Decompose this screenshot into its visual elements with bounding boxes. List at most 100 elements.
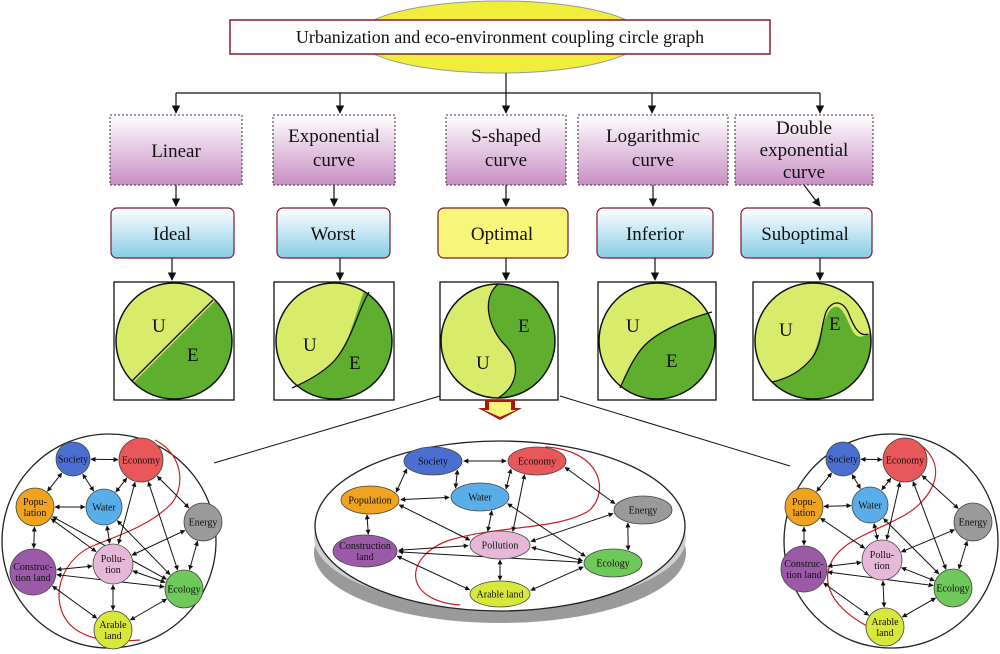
- node-arable: Arable land: [469, 580, 531, 608]
- network-link: [957, 540, 969, 570]
- result-label-ideal: Ideal: [153, 224, 191, 245]
- node-energy: Energy: [613, 495, 673, 525]
- network-link: [398, 543, 469, 553]
- node-economy: Economy: [118, 437, 164, 483]
- coupling-circle-logarithmic: U E: [597, 281, 717, 401]
- node-energy: Energy: [953, 502, 993, 542]
- result-label-worst: Worst: [311, 224, 357, 245]
- network-link: [82, 473, 95, 492]
- network-link: [395, 468, 408, 493]
- node-energy: Energy: [183, 502, 223, 542]
- circle-letter-u: U: [779, 320, 793, 341]
- curve-label-logarithmic-1: Logarithmic: [606, 126, 700, 147]
- node-ecology: Ecology: [583, 548, 643, 578]
- network-link: [851, 474, 861, 490]
- node-label-energy: Energy: [959, 518, 988, 529]
- circle-letter-e: E: [829, 314, 841, 335]
- network-link: [396, 555, 471, 591]
- circle-letter-u: U: [476, 353, 490, 374]
- node-label-construction: Construc-: [13, 562, 52, 573]
- node-pollution: Pollu-tion: [861, 539, 903, 581]
- node-construction: Construc-tion land: [9, 548, 57, 596]
- node-label-pollution: Pollu-: [101, 554, 125, 565]
- result-box-inferior: Inferior: [596, 207, 714, 259]
- network-link: [400, 495, 450, 502]
- curve-label-double-exponential-3: curve: [783, 162, 825, 183]
- node-pollution: Pollution: [469, 530, 531, 560]
- network-link: [364, 514, 371, 535]
- node-label-water: Water: [858, 501, 882, 512]
- result-label-suboptimal: Suboptimal: [761, 224, 849, 245]
- curve-box-exponential: Exponential curve: [272, 114, 396, 186]
- node-label-population: Popu-: [792, 497, 816, 508]
- down-arrow-icon: [478, 400, 522, 420]
- node-label-economy: Economy: [122, 456, 160, 467]
- node-label-ecology: Ecology: [596, 559, 629, 570]
- network-link: [564, 466, 616, 505]
- circle-letter-e: E: [187, 345, 199, 366]
- node-economy: Economy: [507, 446, 567, 476]
- curve-box-double-exponential: Double exponential curve: [734, 114, 874, 186]
- node-label-economy: Economy: [886, 456, 924, 467]
- node-society: Society: [825, 441, 861, 477]
- curve-label-exponential-1: Exponential: [288, 126, 380, 147]
- result-box-worst: Worst: [276, 207, 391, 259]
- network-link: [530, 512, 614, 543]
- coupling-circle-linear: U E: [113, 281, 235, 401]
- network-link: [47, 472, 63, 492]
- curve-label-linear: Linear: [151, 141, 201, 162]
- result-label-inferior: Inferior: [626, 224, 685, 245]
- curve-box-linear: Linear: [109, 114, 243, 186]
- network-link: [453, 469, 460, 489]
- network-link: [901, 597, 937, 618]
- network-link: [486, 510, 494, 532]
- zoom-connector-lines: [213, 395, 791, 467]
- result-label-optimal: Optimal: [471, 224, 533, 245]
- node-label-population: Population: [348, 496, 391, 507]
- result-box-ideal: Ideal: [110, 207, 235, 259]
- node-label-arable: Arable: [99, 620, 127, 631]
- curve-label-exponential-2: curve: [313, 150, 355, 171]
- network-link: [827, 560, 862, 569]
- node-ecology: Ecology: [164, 569, 204, 609]
- network-link: [31, 526, 37, 549]
- circle-letter-e: E: [666, 351, 678, 372]
- title-box: [229, 19, 771, 55]
- diagram-title: Urbanization and eco-environment couplin…: [296, 27, 704, 47]
- node-construction: Construc-tion land: [780, 545, 828, 593]
- network-link: [823, 503, 852, 509]
- network-link: [398, 504, 471, 541]
- node-label-society: Society: [58, 455, 88, 466]
- curve-box-s-shaped: S-shaped curve: [445, 114, 567, 186]
- node-label-construction: tion land: [15, 573, 50, 584]
- node-water: Water: [851, 486, 889, 524]
- circle-letter-e: E: [349, 353, 361, 374]
- circle-letter-u: U: [152, 316, 166, 337]
- curve-label-double-exponential-1: Double: [776, 118, 832, 139]
- network-link: [872, 523, 880, 540]
- result-box-suboptimal: Suboptimal: [740, 207, 873, 259]
- node-label-ecology: Ecology: [936, 584, 969, 595]
- coupling-circle-double-exponential: U E: [752, 281, 874, 401]
- node-population: Population: [340, 485, 400, 515]
- node-label-arable: Arable land: [477, 590, 524, 601]
- node-label-construction: tion land: [786, 570, 821, 581]
- node-label-arable: land: [104, 631, 121, 642]
- result-box-optimal: Optimal: [437, 207, 569, 259]
- node-label-society: Society: [828, 455, 858, 466]
- network-link: [530, 566, 584, 591]
- node-label-pollution: Pollu-: [870, 550, 894, 561]
- node-label-ecology: Ecology: [167, 585, 200, 596]
- curve-label-s-shaped-1: S-shaped: [471, 126, 541, 147]
- node-label-energy: Energy: [629, 506, 658, 517]
- node-label-energy: Energy: [189, 518, 218, 529]
- coupling-circle-exponential: U E: [273, 281, 395, 401]
- node-label-population: Popu-: [23, 497, 47, 508]
- node-label-population: lation: [24, 508, 47, 519]
